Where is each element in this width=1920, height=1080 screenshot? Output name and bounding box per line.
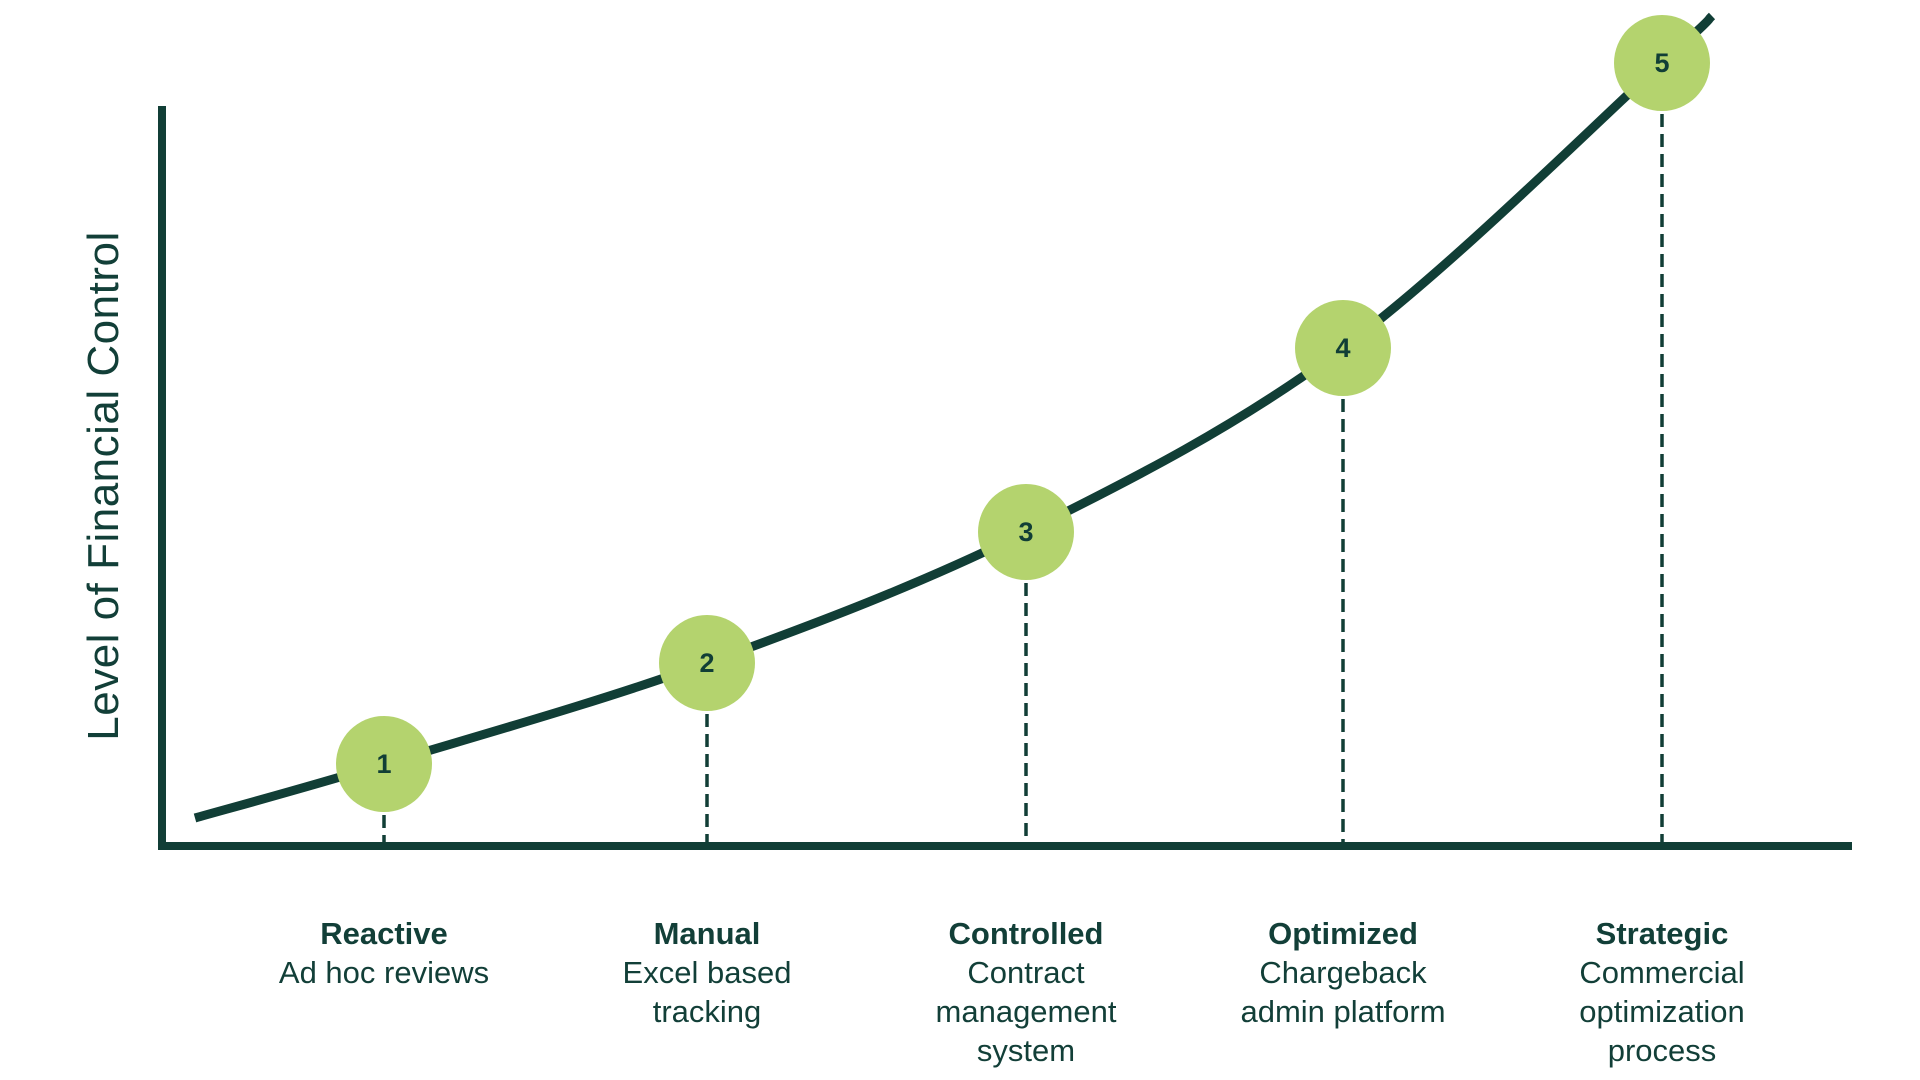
- stage-description-line: Excel based: [622, 955, 792, 990]
- stage-description-line: Commercial: [1579, 955, 1745, 990]
- stage-description-line: management: [935, 994, 1117, 1029]
- maturity-curve: [193, 12, 1716, 823]
- axes: [158, 106, 1852, 850]
- stage-number: 2: [699, 648, 714, 678]
- stage-title: Controlled: [948, 916, 1104, 951]
- stage-marker-5: [1614, 15, 1710, 111]
- stage-description-line: process: [1607, 1033, 1717, 1068]
- stage-marker-1: [336, 716, 432, 812]
- stage-title: Reactive: [320, 916, 448, 951]
- stage-title: Optimized: [1268, 916, 1418, 951]
- stage-description-line: tracking: [652, 994, 762, 1029]
- stage-description-line: Contract: [967, 955, 1085, 990]
- stage-description-line: Ad hoc reviews: [278, 955, 490, 990]
- stage-title: Strategic: [1595, 916, 1729, 951]
- stage-description-line: optimization: [1579, 994, 1745, 1029]
- stage-marker-4: [1295, 300, 1391, 396]
- stage-description-line: Chargeback: [1259, 955, 1427, 990]
- stage-description-line: admin platform: [1240, 994, 1446, 1029]
- stage-number: 1: [376, 749, 391, 779]
- stage-description-line: system: [976, 1033, 1076, 1068]
- stage-label-reactive: Reactive Ad hoc reviews: [279, 914, 489, 992]
- stage-title: Manual: [653, 916, 761, 951]
- stage-number: 3: [1018, 517, 1033, 547]
- stage-number: 5: [1654, 48, 1669, 78]
- stage-number: 4: [1335, 333, 1350, 363]
- stage-marker-3: [978, 484, 1074, 580]
- stage-marker-2: [659, 615, 755, 711]
